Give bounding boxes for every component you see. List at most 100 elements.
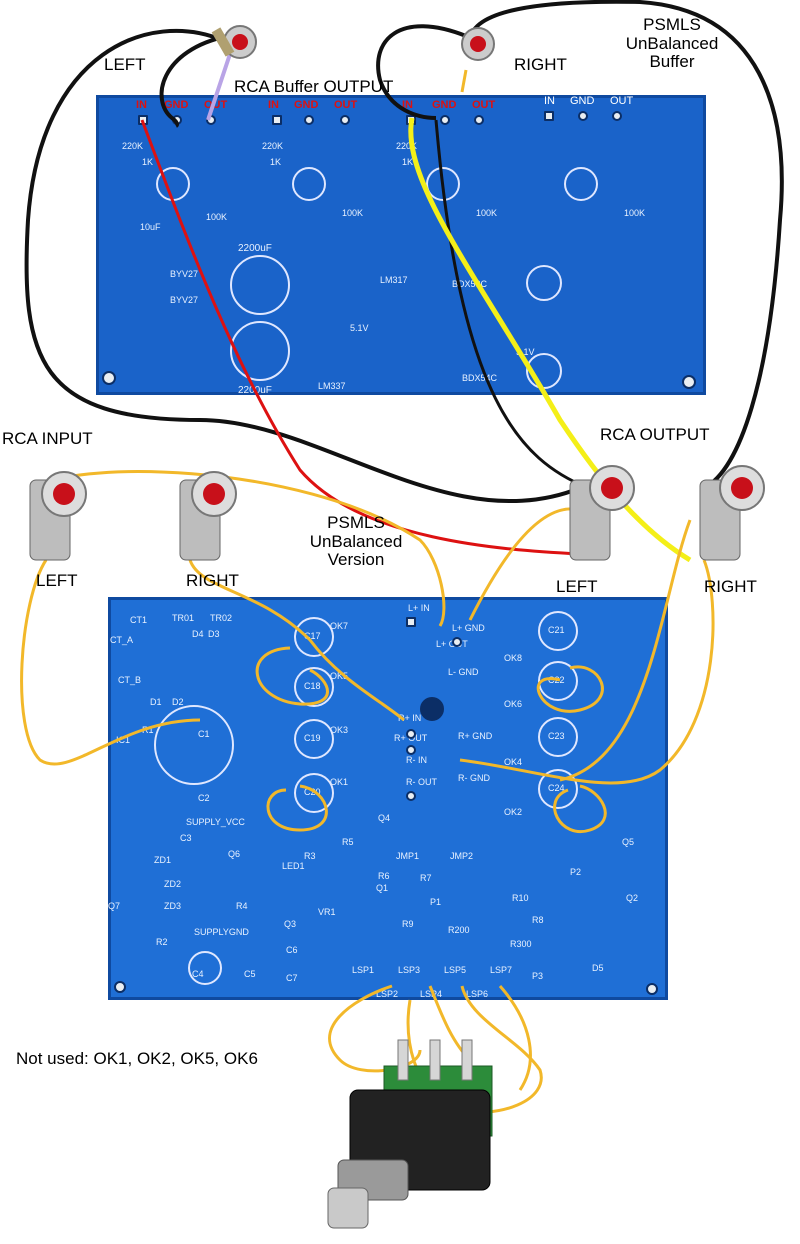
- pad-label-in-2: IN: [268, 99, 279, 111]
- silk-2200uf-top: 2200uF: [238, 243, 272, 254]
- silk-byv27-1: BYV27: [170, 269, 199, 279]
- silk-q5: Q5: [622, 837, 635, 847]
- silk-r3: R3: [304, 851, 316, 861]
- silk-zener-1: 5.1V: [350, 323, 369, 333]
- silk-l-out: L+ OUT: [436, 639, 468, 649]
- silk-c21: C21: [548, 625, 565, 635]
- cap-c4: [188, 951, 222, 985]
- silk-tr01: TR01: [172, 613, 195, 623]
- cap-c21: [538, 611, 578, 651]
- pad-label-out-3: OUT: [472, 99, 496, 111]
- pad-gnd-3: [440, 115, 450, 125]
- label-left-top: LEFT: [104, 55, 146, 74]
- silk-lsp6: LSP6: [466, 989, 489, 999]
- cap-2200uf-top: [230, 255, 290, 315]
- pad-label-in-3: IN: [402, 99, 413, 111]
- silk-100k-4: 100K: [624, 208, 646, 218]
- pad-label-out-1: OUT: [204, 99, 228, 111]
- pad-label-gnd-3: GND: [432, 99, 457, 111]
- silk-c24: C24: [548, 783, 565, 793]
- rca-jack-top-left: [211, 25, 257, 59]
- silk-bdx53c: BDX53C: [452, 279, 488, 289]
- silk-lsp3: LSP3: [398, 965, 421, 975]
- silk-r200: R200: [448, 925, 470, 935]
- silk-byv27-2: BYV27: [170, 295, 199, 305]
- silk-ct-a: CT_A: [110, 635, 134, 645]
- pad-in-2: [272, 115, 282, 125]
- silk-lsp5: LSP5: [444, 965, 467, 975]
- pad-label-gnd-2: GND: [294, 99, 319, 111]
- silk-supply-vcc: SUPPLY_VCC: [186, 817, 245, 827]
- silk-ct-b: CT_B: [118, 675, 142, 685]
- wire-black-right-gnd: [376, 24, 467, 120]
- label-psmls-buffer-line1: PSMLS: [643, 15, 701, 34]
- silk-100k-3: 100K: [476, 208, 498, 218]
- pad-label-gnd-4: GND: [570, 95, 595, 107]
- silk-c18: C18: [304, 681, 321, 691]
- silk-c7: C7: [286, 973, 298, 983]
- pad-label-in-1: IN: [136, 99, 147, 111]
- silk-r-plus-in: R+ IN: [398, 713, 422, 723]
- silk-c2: C2: [198, 793, 210, 803]
- mount-hole-2: [682, 375, 696, 389]
- silk-c6: C6: [286, 945, 298, 955]
- silk-ok3: OK3: [330, 725, 349, 735]
- pad-label-out-2: OUT: [334, 99, 358, 111]
- pad-label-gnd-1: GND: [164, 99, 189, 111]
- silk-100k: 100K: [206, 212, 228, 222]
- silk-r4: R4: [236, 901, 248, 911]
- label-psmls-buffer-line2: UnBalanced: [625, 33, 719, 53]
- pad-r-minus-out: [406, 791, 416, 801]
- cap-2200uf-bottom: [230, 321, 290, 381]
- silk-q2: Q2: [626, 893, 639, 903]
- silk-l-gnd: L+ GND: [452, 623, 485, 633]
- pad-out-4: [612, 111, 622, 121]
- silk-d5: D5: [592, 963, 604, 973]
- silk-lsp4: LSP4: [420, 989, 443, 999]
- pad-r-plus-in: [406, 729, 416, 739]
- silk-q3: Q3: [284, 919, 297, 929]
- silk-1k-3: 1K: [402, 157, 414, 167]
- silk-c23: C23: [548, 731, 565, 741]
- cap-c20: [294, 773, 334, 813]
- label-right-top: RIGHT: [514, 55, 567, 74]
- silk-lm317: LM317: [380, 275, 408, 285]
- silk-ct1: CT1: [130, 615, 148, 625]
- cap-c17: [294, 617, 334, 657]
- silk-ok7: OK7: [330, 621, 349, 631]
- silk-d1: D1: [150, 697, 162, 707]
- pad-gnd-4: [578, 111, 588, 121]
- cap-buffer-4: [564, 167, 598, 201]
- silk-jmp2: JMP2: [450, 851, 474, 861]
- wire-lavender: [206, 47, 234, 121]
- silk-l-minus-gnd: L- GND: [448, 667, 479, 677]
- buffer-pcb: IN GND OUT IN GND OUT IN GND OUT IN GND …: [96, 95, 706, 396]
- silk-r-minus-in: R- IN: [406, 755, 427, 765]
- silk-lsp2: LSP2: [376, 989, 399, 999]
- pad-label-out-4: OUT: [610, 95, 634, 107]
- mount-hole-1: [102, 371, 116, 385]
- label-psmls-version: PSMLS UnBalanced Version: [296, 513, 416, 570]
- silk-zd3: ZD3: [164, 901, 182, 911]
- silk-lsp1: LSP1: [352, 965, 375, 975]
- silk-c3: C3: [180, 833, 192, 843]
- silk-led1: LED1: [282, 861, 305, 871]
- silk-r10: R10: [512, 893, 529, 903]
- silk-10uf: 10uF: [140, 222, 161, 232]
- silk-q6: Q6: [228, 849, 241, 859]
- rca-jack-output-left: [569, 465, 635, 561]
- silk-c19: C19: [304, 733, 321, 743]
- silk-r-minus-gnd: R- GND: [458, 773, 490, 783]
- rca-jack-output-right: [699, 465, 765, 561]
- rca-jack-top-right: [461, 27, 495, 61]
- silk-lsp7: LSP7: [490, 965, 513, 975]
- label-input-right: RIGHT: [186, 571, 239, 590]
- label-rca-input: RCA INPUT: [2, 429, 93, 448]
- silk-r9: R9: [402, 919, 414, 929]
- wire-red-left: [140, 119, 581, 556]
- pad-out-3: [474, 115, 484, 125]
- silk-zd1: ZD1: [154, 855, 172, 865]
- cap-c19: [294, 719, 334, 759]
- cap-c24: [538, 769, 578, 809]
